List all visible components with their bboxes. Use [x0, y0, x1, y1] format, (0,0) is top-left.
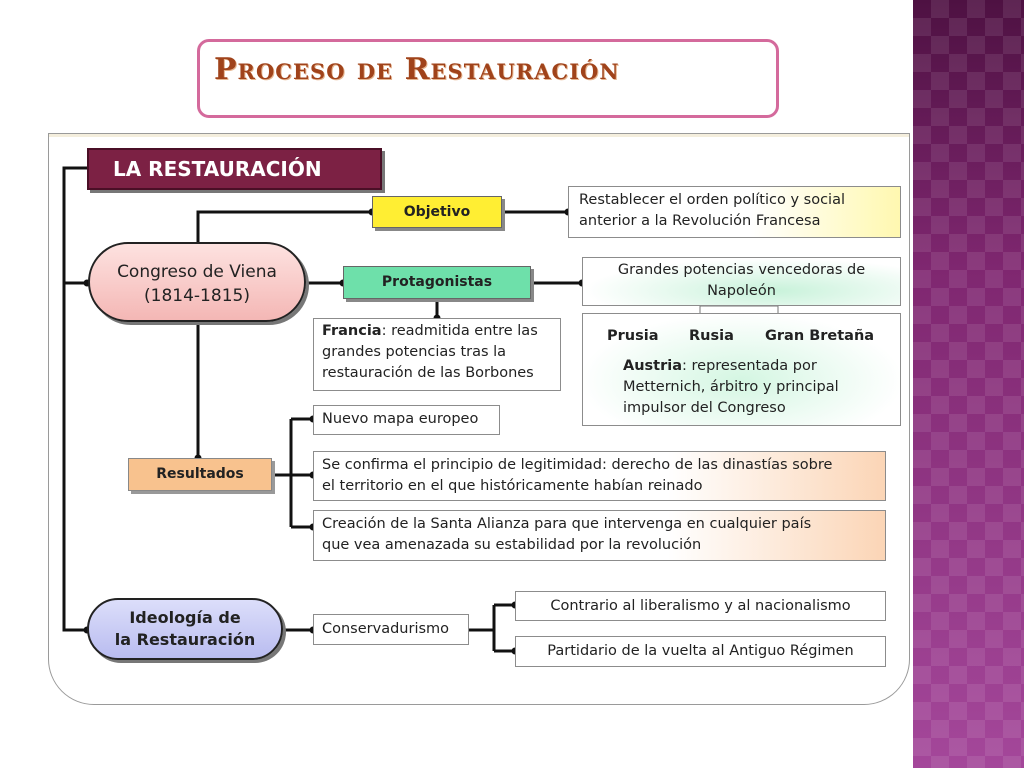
- main-spine-line: [62, 166, 87, 632]
- result-item-2-line-1: Se confirma el principio de legitimidad:…: [322, 457, 833, 473]
- congress-to-objective: [196, 208, 376, 242]
- austria-name: Austria: [623, 358, 683, 374]
- result-item-3: Creación de la Santa Alianza para que in…: [313, 510, 886, 561]
- france-line-3: restauración de las Borbones: [322, 365, 534, 381]
- protagonists-label: Protagonistas: [381, 274, 493, 290]
- ideology-line-1: Ideología de: [129, 608, 241, 627]
- decorative-side-band: [913, 0, 1024, 768]
- congress-node: Congreso de Viena (1814-1815): [88, 242, 306, 322]
- conservatism-label: Conservadurismo: [322, 621, 450, 637]
- result-item-2: Se confirma el principio de legitimidad:…: [313, 451, 886, 501]
- austria-line-1: : representada por: [682, 358, 817, 374]
- result-item-2-line-2: el territorio en el que históricamente h…: [322, 478, 703, 494]
- result-item-1-text: Nuevo mapa europeo: [322, 411, 479, 427]
- objective-text-box: Restablecer el orden político y social a…: [568, 186, 901, 238]
- france-name: Francia: [322, 323, 382, 339]
- ideology-node: Ideología de la Restauración: [87, 598, 283, 660]
- conservatism-box: Conservadurismo: [313, 614, 469, 645]
- ideology-item-2-text: Partidario de la vuelta al Antiguo Régim…: [547, 643, 854, 659]
- title-frame: Proceso de Restauración: [197, 39, 779, 118]
- france-box: Francia: readmitida entre las grandes po…: [313, 318, 561, 391]
- ideology-item-1-text: Contrario al liberalismo y al nacionalis…: [550, 598, 851, 614]
- objective-label-box: Objetivo: [372, 196, 502, 228]
- conservatism-trunk: [469, 605, 496, 651]
- page-title: Proceso de Restauración: [214, 52, 620, 87]
- restoration-header: LA RESTAURACIÓN: [87, 148, 382, 190]
- country-russia: Rusia: [689, 328, 734, 344]
- result-item-1: Nuevo mapa europeo: [313, 405, 500, 435]
- congress-title: Congreso de Viena: [117, 262, 277, 282]
- ideology-line-2: la Restauración: [114, 630, 256, 649]
- ideology-item-2: Partidario de la vuelta al Antiguo Régim…: [515, 636, 886, 667]
- results-label-box: Resultados: [128, 458, 272, 491]
- france-line-1: : readmitida entre las: [381, 323, 538, 339]
- objective-label: Objetivo: [403, 204, 471, 220]
- great-powers-line-2: Napoleón: [707, 283, 776, 299]
- objective-text-line-2: anterior a la Revolución Francesa: [579, 213, 821, 229]
- country-prussia: Prusia: [607, 328, 659, 344]
- countries-box: Prusia Rusia Gran Bretaña Austria: repre…: [582, 313, 901, 426]
- restoration-header-label: LA RESTAURACIÓN: [113, 157, 322, 181]
- france-line-2: grandes potencias tras la: [322, 344, 507, 360]
- ideology-item-1: Contrario al liberalismo y al nacionalis…: [515, 591, 886, 621]
- austria-line-3: impulsor del Congreso: [623, 400, 786, 416]
- result-item-3-line-2: que vea amenazada su estabilidad por la …: [322, 537, 702, 553]
- great-powers-box: Grandes potencias vencedoras de Napoleón: [582, 257, 901, 306]
- austria-text: Austria: representada por Metternich, ár…: [623, 356, 839, 419]
- results-label: Resultados: [156, 466, 244, 482]
- congress-dates: (1814-1815): [144, 286, 250, 306]
- great-powers-line-1: Grandes potencias vencedoras de: [617, 262, 866, 278]
- results-trunk: [272, 419, 293, 527]
- country-great-britain: Gran Bretaña: [765, 328, 875, 344]
- result-item-3-line-1: Creación de la Santa Alianza para que in…: [322, 516, 812, 532]
- objective-text-line-1: Restablecer el orden político y social: [579, 192, 845, 208]
- protagonists-label-box: Protagonistas: [343, 266, 531, 299]
- austria-line-2: Metternich, árbitro y principal: [623, 379, 839, 395]
